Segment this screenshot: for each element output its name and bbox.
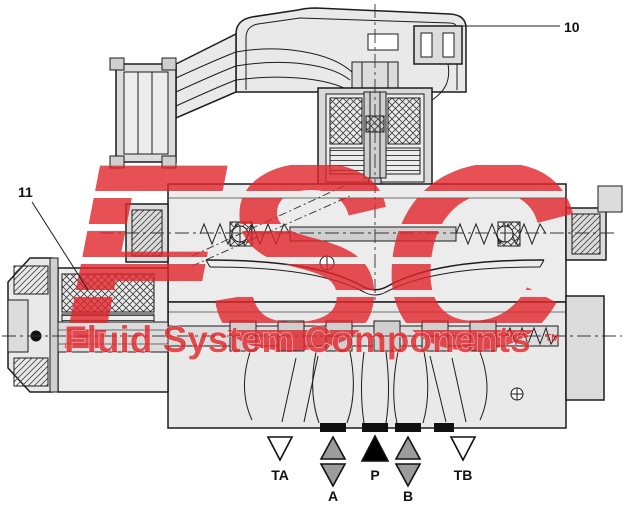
conduit-tube [235, 48, 353, 73]
right-tab [597, 185, 623, 213]
port-symbols: TA P TB A B [266, 434, 477, 504]
watermark-slogan: Fluid System Components [64, 319, 531, 360]
seat-end [205, 259, 211, 268]
conduit-tube [235, 76, 345, 89]
end-cap-hatch-bottom [13, 357, 49, 387]
right-adjuster-hex [571, 213, 601, 255]
conduit-tube [235, 61, 351, 81]
connector-pin [442, 32, 455, 58]
cylinder-bolt [109, 57, 125, 71]
watermark: FSC Fluid System Components TM [60, 109, 583, 405]
cylinder-bolt [161, 155, 177, 169]
end-cap-plate [49, 257, 59, 393]
end-cap-boss [7, 299, 29, 353]
callout-10: 10 [447, 19, 580, 35]
callout-11-leader [31, 201, 89, 291]
channel-p [361, 351, 389, 424]
port-slot-a [320, 423, 346, 432]
watermark-tm: TM [545, 333, 559, 344]
watermark-logo: FSC [60, 109, 573, 405]
port-p-triangle [360, 434, 390, 462]
coil-winding-left [329, 97, 363, 145]
coil-winding-right [387, 97, 421, 145]
cable-conduit [109, 32, 353, 169]
diagonal-centerline [191, 195, 351, 267]
conduit-tube [175, 51, 237, 79]
cylinder-bolt [161, 57, 177, 71]
port-ta-triangle [266, 436, 294, 462]
port-slot-b [395, 423, 421, 432]
centerlines [2, 4, 622, 337]
port-label-tb: TB [454, 467, 473, 483]
port-a-triangle-down [319, 463, 347, 488]
electrical-connector [413, 25, 463, 101]
channel-tb [429, 355, 467, 423]
port-label-a: A [328, 488, 338, 504]
housing-nameplate [367, 33, 399, 51]
poppet-seat-lower [209, 266, 541, 296]
left-coil-winding [61, 273, 155, 313]
callout-10-label: 10 [564, 19, 580, 35]
connector-wire [431, 63, 450, 101]
port-b-triangle-up [394, 435, 422, 460]
port-b-triangle-down [394, 463, 422, 488]
connector-pin [420, 32, 433, 58]
gallery-right [479, 351, 488, 421]
armature-tube [43, 321, 169, 353]
main-valve-body [7, 185, 623, 432]
housing-outline [235, 7, 467, 93]
port-label-b: B [403, 488, 413, 504]
gallery-left [243, 351, 253, 421]
conduit-end-inner [123, 71, 169, 155]
port-slot-extra [434, 423, 454, 432]
cylinder-bolt [109, 155, 125, 169]
port-tb-triangle [449, 436, 477, 462]
port-slot-p [362, 423, 388, 432]
seat-end [539, 259, 545, 268]
pilot-valve-section [125, 183, 607, 303]
right-end-block [565, 295, 605, 401]
channel-a [312, 351, 354, 424]
callout-11-label: 11 [18, 184, 33, 200]
end-cap-hatch-top [13, 265, 49, 295]
callout-11: 11 [18, 184, 89, 291]
channel-ta [281, 355, 319, 423]
port-label-p: P [370, 467, 379, 483]
conduit-tube [175, 79, 237, 107]
diagonal-centerline [191, 185, 345, 257]
port-a-triangle-up [319, 435, 347, 460]
conduit-tube [175, 65, 237, 93]
port-label-ta: TA [271, 467, 289, 483]
channel-b [393, 351, 429, 424]
